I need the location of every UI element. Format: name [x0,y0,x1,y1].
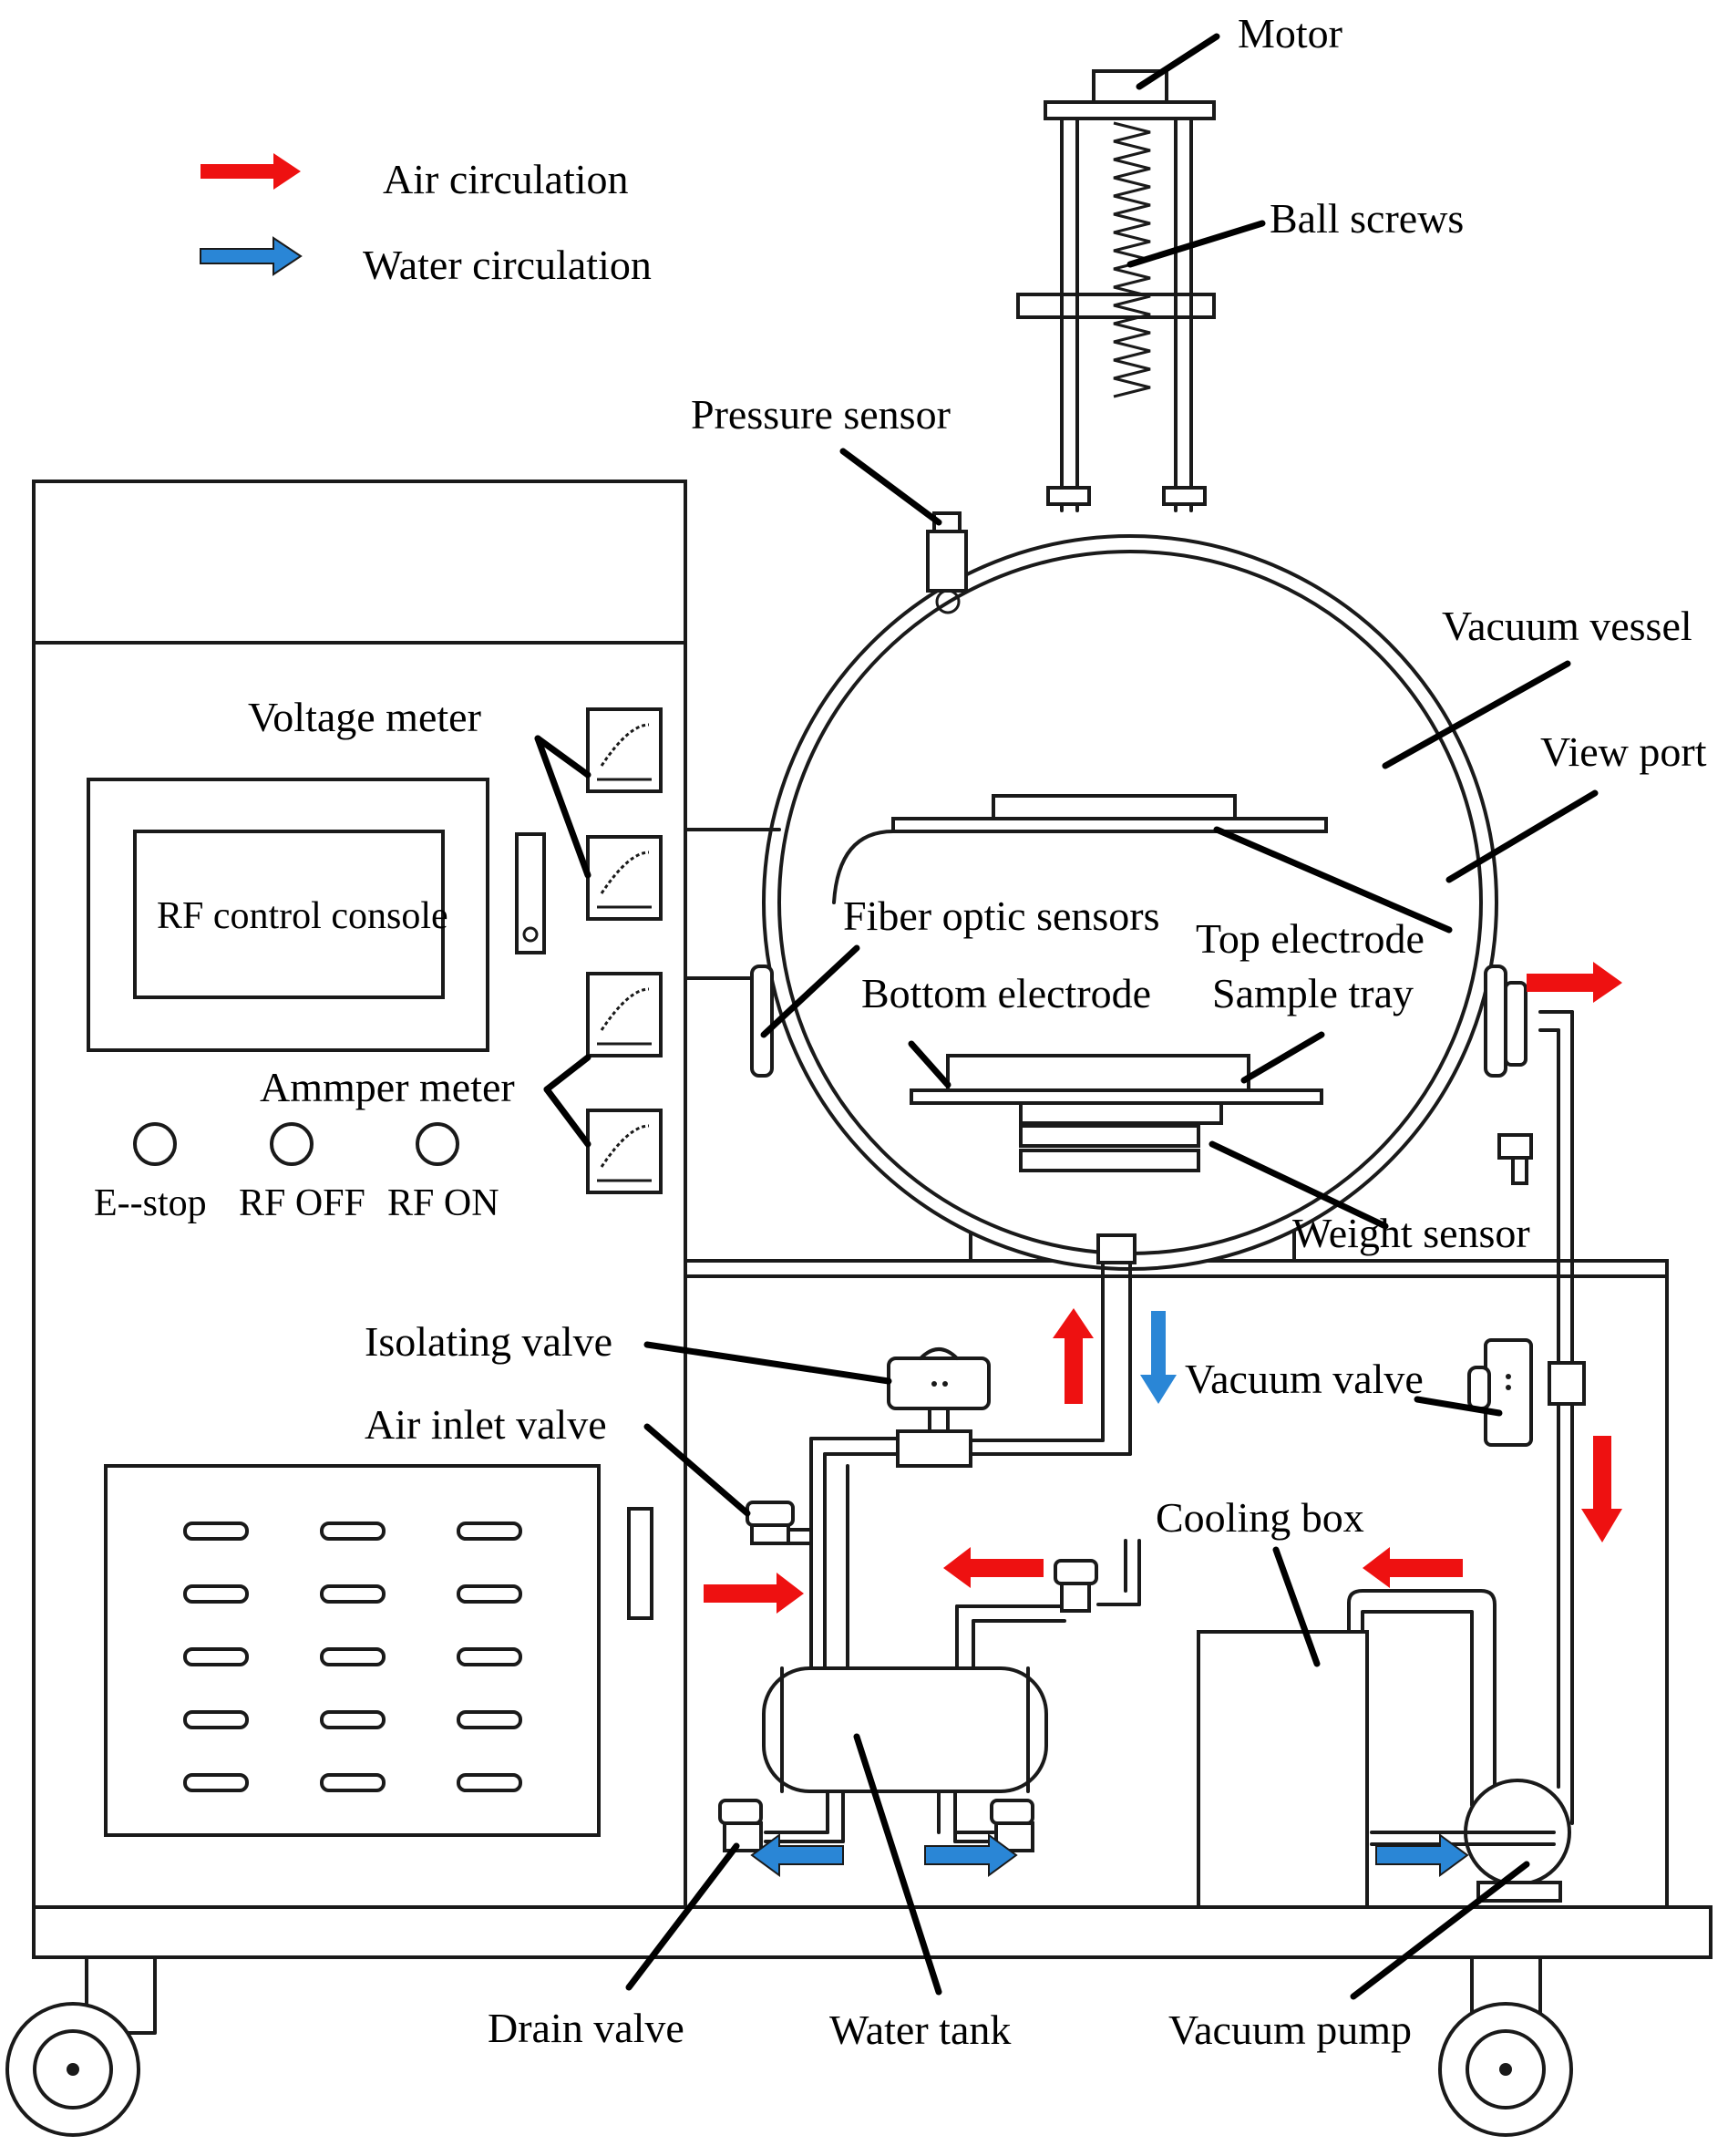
air-inlet-valve-label: Air inlet valve [365,1401,607,1448]
vacuum-vessel-label: Vacuum vessel [1442,603,1692,649]
water-arrow-outlet [924,1833,1018,1877]
handle [627,1507,653,1620]
motor-body [1092,69,1168,105]
voltage-meter-2 [586,835,663,921]
rf-on-button[interactable] [416,1122,459,1166]
drain-valve-label: Drain valve [488,2005,684,2051]
view-port-label: View port [1540,728,1707,775]
ammeter-1 [586,972,663,1057]
right-view-port [1484,965,1507,1078]
legend-air-label: Air circulation [383,156,629,202]
left-view-port [750,965,774,1078]
legend: Air circulation Water circulation [200,153,652,288]
pressure-sensor-label: Pressure sensor [691,391,951,438]
cooling-box-label: Cooling box [1156,1494,1364,1541]
caster-right [1438,1955,1573,2137]
motor-label: Motor [1238,10,1342,57]
weight-sensor-label: Weight sensor [1292,1210,1530,1256]
water-arrow-down [1140,1311,1177,1404]
vacuum-valve-label: Vacuum valve [1185,1356,1424,1402]
bottom-electrode-label: Bottom electrode [861,970,1151,1016]
air-arrow-chamber-out [1527,962,1622,1003]
legend-water-arrow [200,236,303,276]
air-arrow-up [1053,1308,1094,1404]
legend-air-arrow [201,153,301,190]
isolating-valve-label: Isolating valve [365,1318,612,1365]
control-cabinet: RF control console E--stop RF OFF RF ON [32,480,687,1909]
air-inlet-valve[interactable] [746,1501,813,1545]
air-arrow-pump-left [1363,1547,1463,1588]
weight-sensor [1019,1124,1200,1148]
ball-screws-label: Ball screws [1270,195,1464,242]
water-arrow-drain [750,1833,844,1877]
sample-tray [946,1054,1250,1092]
drain-valve[interactable] [718,1799,763,1852]
top-electrode [891,817,1328,833]
vacuum-pump-label: Vacuum pump [1168,2006,1412,2053]
vacuum-chamber [684,511,1527,1271]
leader-lines [534,33,1599,2000]
water-tank [762,1666,1048,1793]
vent-slots [183,1522,522,1792]
rf-off-label: RF OFF [239,1182,365,1224]
rf-console-screen[interactable] [133,830,445,999]
vacuum-pump[interactable] [1370,1779,1571,1903]
air-arrow-down-right [1581,1436,1622,1542]
labels: Motor Ball screws Pressure sensor Vacuum… [248,10,1707,2053]
flow-arrows [704,962,1622,1877]
water-tank-label: Water tank [829,2006,1011,2053]
tank-outlet-valve[interactable] [990,1799,1034,1852]
meters [586,707,663,1194]
fiber-optic-label: Fiber optic sensors [843,892,1160,939]
caster-left [5,1955,157,2137]
voltage-meter-1 [586,707,663,793]
estop-button[interactable] [133,1122,177,1166]
ammeter-label: Ammper meter [260,1064,515,1110]
fiber-optic-cable [832,830,895,904]
cooling-box [1197,1630,1369,1909]
rf-on-label: RF ON [387,1182,499,1224]
top-electrode-label: Top electrode [1196,915,1425,962]
ammeter-2 [586,1109,663,1194]
legend-water-label: Water circulation [363,242,652,288]
bottom-electrode [910,1088,1323,1105]
rf-off-button[interactable] [270,1122,314,1166]
cooling-inlet-valve[interactable] [1054,1559,1098,1613]
voltage-meter-label: Voltage meter [248,694,481,740]
indicator-slot [515,832,546,954]
estop-label: E--stop [94,1182,207,1224]
water-arrow-pump [1375,1833,1469,1877]
air-arrow-inlet [704,1573,804,1614]
sample-tray-label: Sample tray [1212,970,1414,1016]
air-arrow-cooling-left [943,1547,1044,1588]
rf-console-label: RF control console [157,895,448,937]
